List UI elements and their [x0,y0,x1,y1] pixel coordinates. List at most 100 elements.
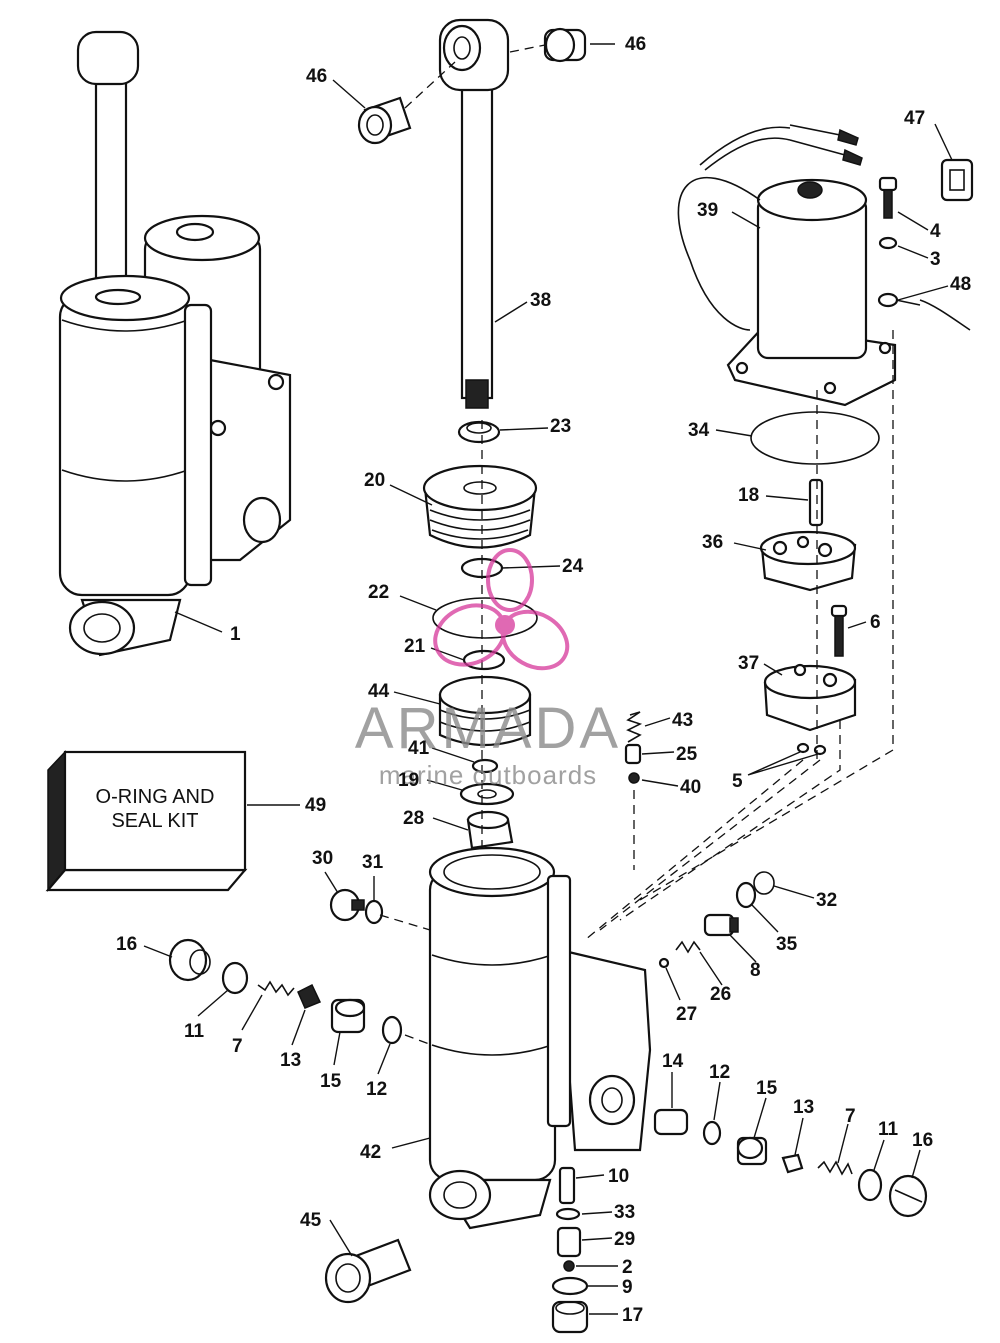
callout-39: 39 [697,200,718,221]
callout-14: 14 [662,1051,684,1072]
part-15-valve-seat-left [330,998,366,1034]
callout-2: 2 [622,1257,633,1278]
callout-4: 4 [930,221,941,242]
callout-9: 9 [622,1277,633,1298]
part-2-ball [563,1260,575,1272]
part-31-o-ring [364,899,384,925]
callout-29: 29 [614,1229,635,1250]
callout-47: 47 [904,108,925,129]
callout-15-left: 15 [320,1071,342,1092]
part-32-retaining-ring [753,871,775,895]
part-10-valve-stem [558,1166,576,1205]
part-8-valve [703,913,739,937]
part-27-ball [658,957,670,969]
callout-45: 45 [300,1210,322,1231]
part-30-plug [329,888,365,922]
part-18-shaft [808,478,824,527]
part-12-o-ring-left [381,1015,403,1045]
callout-15-right: 15 [756,1078,778,1099]
callout-46-left: 46 [306,66,327,87]
callout-25: 25 [676,744,698,765]
part-16-plug-left [168,938,211,982]
callout-10: 10 [608,1166,629,1187]
callout-11-right: 11 [878,1119,899,1140]
part-22-o-ring [432,597,538,639]
callout-17: 17 [622,1305,643,1326]
part-19-washer [459,782,515,806]
callout-19: 19 [398,770,419,791]
callout-3: 3 [930,249,941,270]
part-25-valve [624,743,642,765]
part-11-o-ring-right [857,1168,883,1202]
callout-12-right: 12 [709,1062,730,1083]
callout-27: 27 [676,1004,697,1025]
part-29-valve-body [556,1226,582,1258]
callout-11-left: 11 [184,1021,205,1042]
callout-36: 36 [702,532,723,553]
callout-37: 37 [738,653,759,674]
callout-32: 32 [816,890,837,911]
callout-18: 18 [738,485,759,506]
part-15-valve-seat-right [736,1136,768,1166]
callout-43: 43 [672,710,693,731]
callout-38: 38 [530,290,551,311]
callout-16-right: 16 [912,1130,933,1151]
part-12-o-ring-right [702,1120,722,1146]
part-3-washer [878,236,898,250]
callout-5: 5 [732,771,743,792]
callout-13-right: 13 [793,1097,814,1118]
leader-lines [143,43,953,1315]
seal-kit-label-line2: SEAL KIT [111,810,198,832]
watermark-tagline: marine outboards [379,760,597,790]
part-39-motor [677,124,897,407]
part-47-connector [940,158,974,202]
callout-24: 24 [562,556,584,577]
part-28-nut [466,810,514,850]
part-26-spring [675,940,701,954]
callout-28: 28 [403,808,424,829]
callout-6: 6 [870,612,881,633]
part-43-spring [626,711,643,743]
part-45-pivot-pin [324,1238,412,1304]
part-23-seal [457,420,501,444]
part-44-piston [438,675,532,747]
callout-21: 21 [404,636,426,657]
callout-13-left: 13 [280,1050,301,1071]
part-7-spring-right [817,1160,853,1176]
part-37-pump-body [763,663,857,732]
callout-20: 20 [364,470,385,491]
callout-8: 8 [750,960,761,981]
part-38-piston-rod [438,18,510,409]
callout-30: 30 [312,848,333,869]
part-20-cylinder-cap [422,464,538,549]
part-13-valve-right [781,1153,804,1174]
part-48-ground-terminal [877,292,971,331]
part-14-valve [653,1108,689,1136]
callout-26: 26 [710,984,731,1005]
callout-31: 31 [362,852,384,873]
callout-46-right: 46 [625,34,646,55]
part-41-o-ring [471,758,499,774]
callout-1: 1 [230,624,241,645]
seal-kit-box [45,750,248,893]
part-35-o-ring [735,881,757,909]
part-9-o-ring [551,1276,589,1296]
callout-41: 41 [408,738,430,759]
part-7-spring-left [257,980,295,997]
part-42-cylinder-body [428,846,652,1230]
callout-40: 40 [680,777,701,798]
watermark-propeller-icon [433,548,570,671]
callout-42: 42 [360,1142,381,1163]
callout-7-right: 7 [845,1106,856,1127]
callout-7-left: 7 [232,1036,243,1057]
part-33-o-ring [555,1207,581,1221]
callout-44: 44 [368,681,390,702]
callout-23: 23 [550,416,571,437]
part-40-ball [628,772,640,784]
callout-labels: 1 2 3 4 5 6 7 7 8 9 10 11 11 12 12 13 13… [116,34,971,1326]
part-16-plug-right [888,1174,928,1218]
part-11-o-ring-left [221,961,249,995]
callout-22: 22 [368,582,389,603]
part-34-o-ring [750,411,880,465]
part-5-o-rings [796,742,827,756]
